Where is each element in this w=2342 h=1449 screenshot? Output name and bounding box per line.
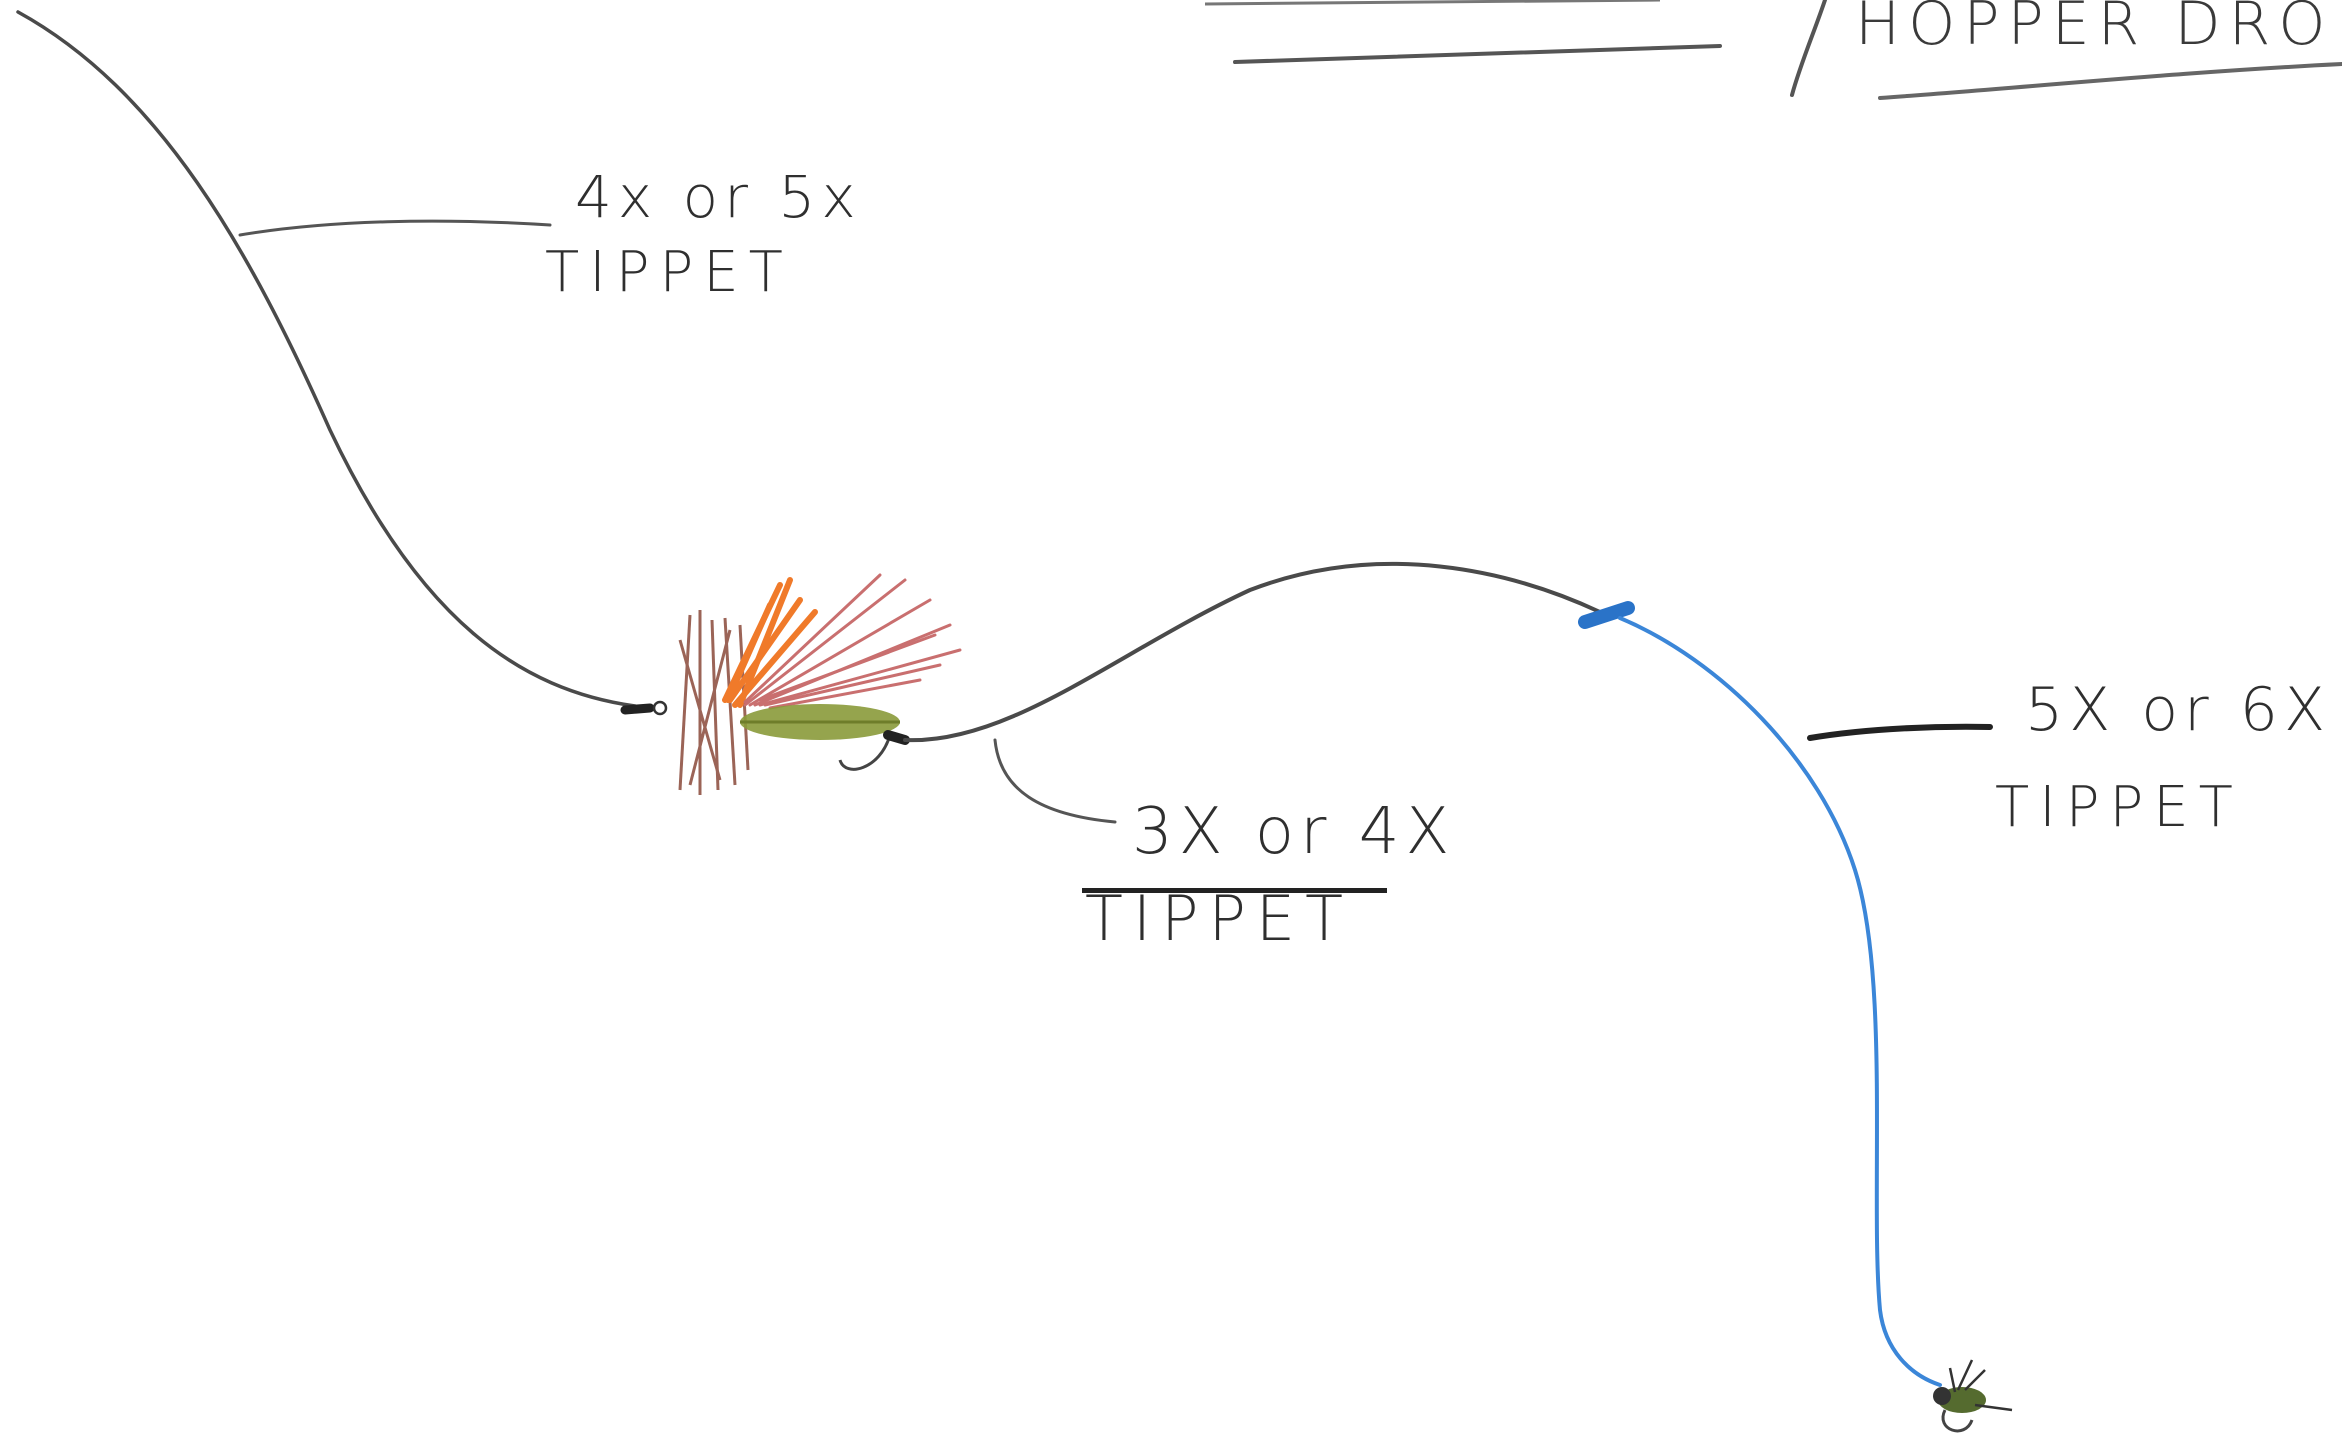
upper-tippet-word: TIPPET (545, 240, 793, 305)
dropper-tippet-size: 5X or 6X (2025, 675, 2332, 745)
middle-tippet-line (903, 561, 1602, 743)
header-underline-right (1878, 62, 2342, 100)
upper-tippet-callout (238, 219, 552, 237)
header-divider (1790, 0, 1827, 97)
dropper-tippet-callout (1807, 723, 1993, 741)
upper-tippet-size: 4x or 5x (575, 163, 862, 231)
hopper-fly-icon (678, 573, 962, 795)
middle-tippet-size: 3X or 4X (1132, 795, 1456, 869)
middle-tippet-callout (993, 738, 1117, 824)
dropper-tippet-line (1618, 616, 1942, 1387)
header-top-stroke-left (1204, 0, 1661, 6)
nymph-fly-icon (1933, 1359, 2013, 1433)
header-underline-left (1233, 44, 1722, 64)
middle-tippet-underline (1082, 888, 1387, 893)
rig-title: HOPPER DRO (1855, 0, 2334, 59)
blood-knot-icon (620, 700, 668, 716)
upper-tippet-line (16, 10, 637, 708)
dropper-tippet-word: TIPPET (1995, 775, 2243, 840)
dropper-knot-icon (1578, 601, 1635, 629)
middle-tippet-word: TIPPET (1085, 882, 1353, 955)
